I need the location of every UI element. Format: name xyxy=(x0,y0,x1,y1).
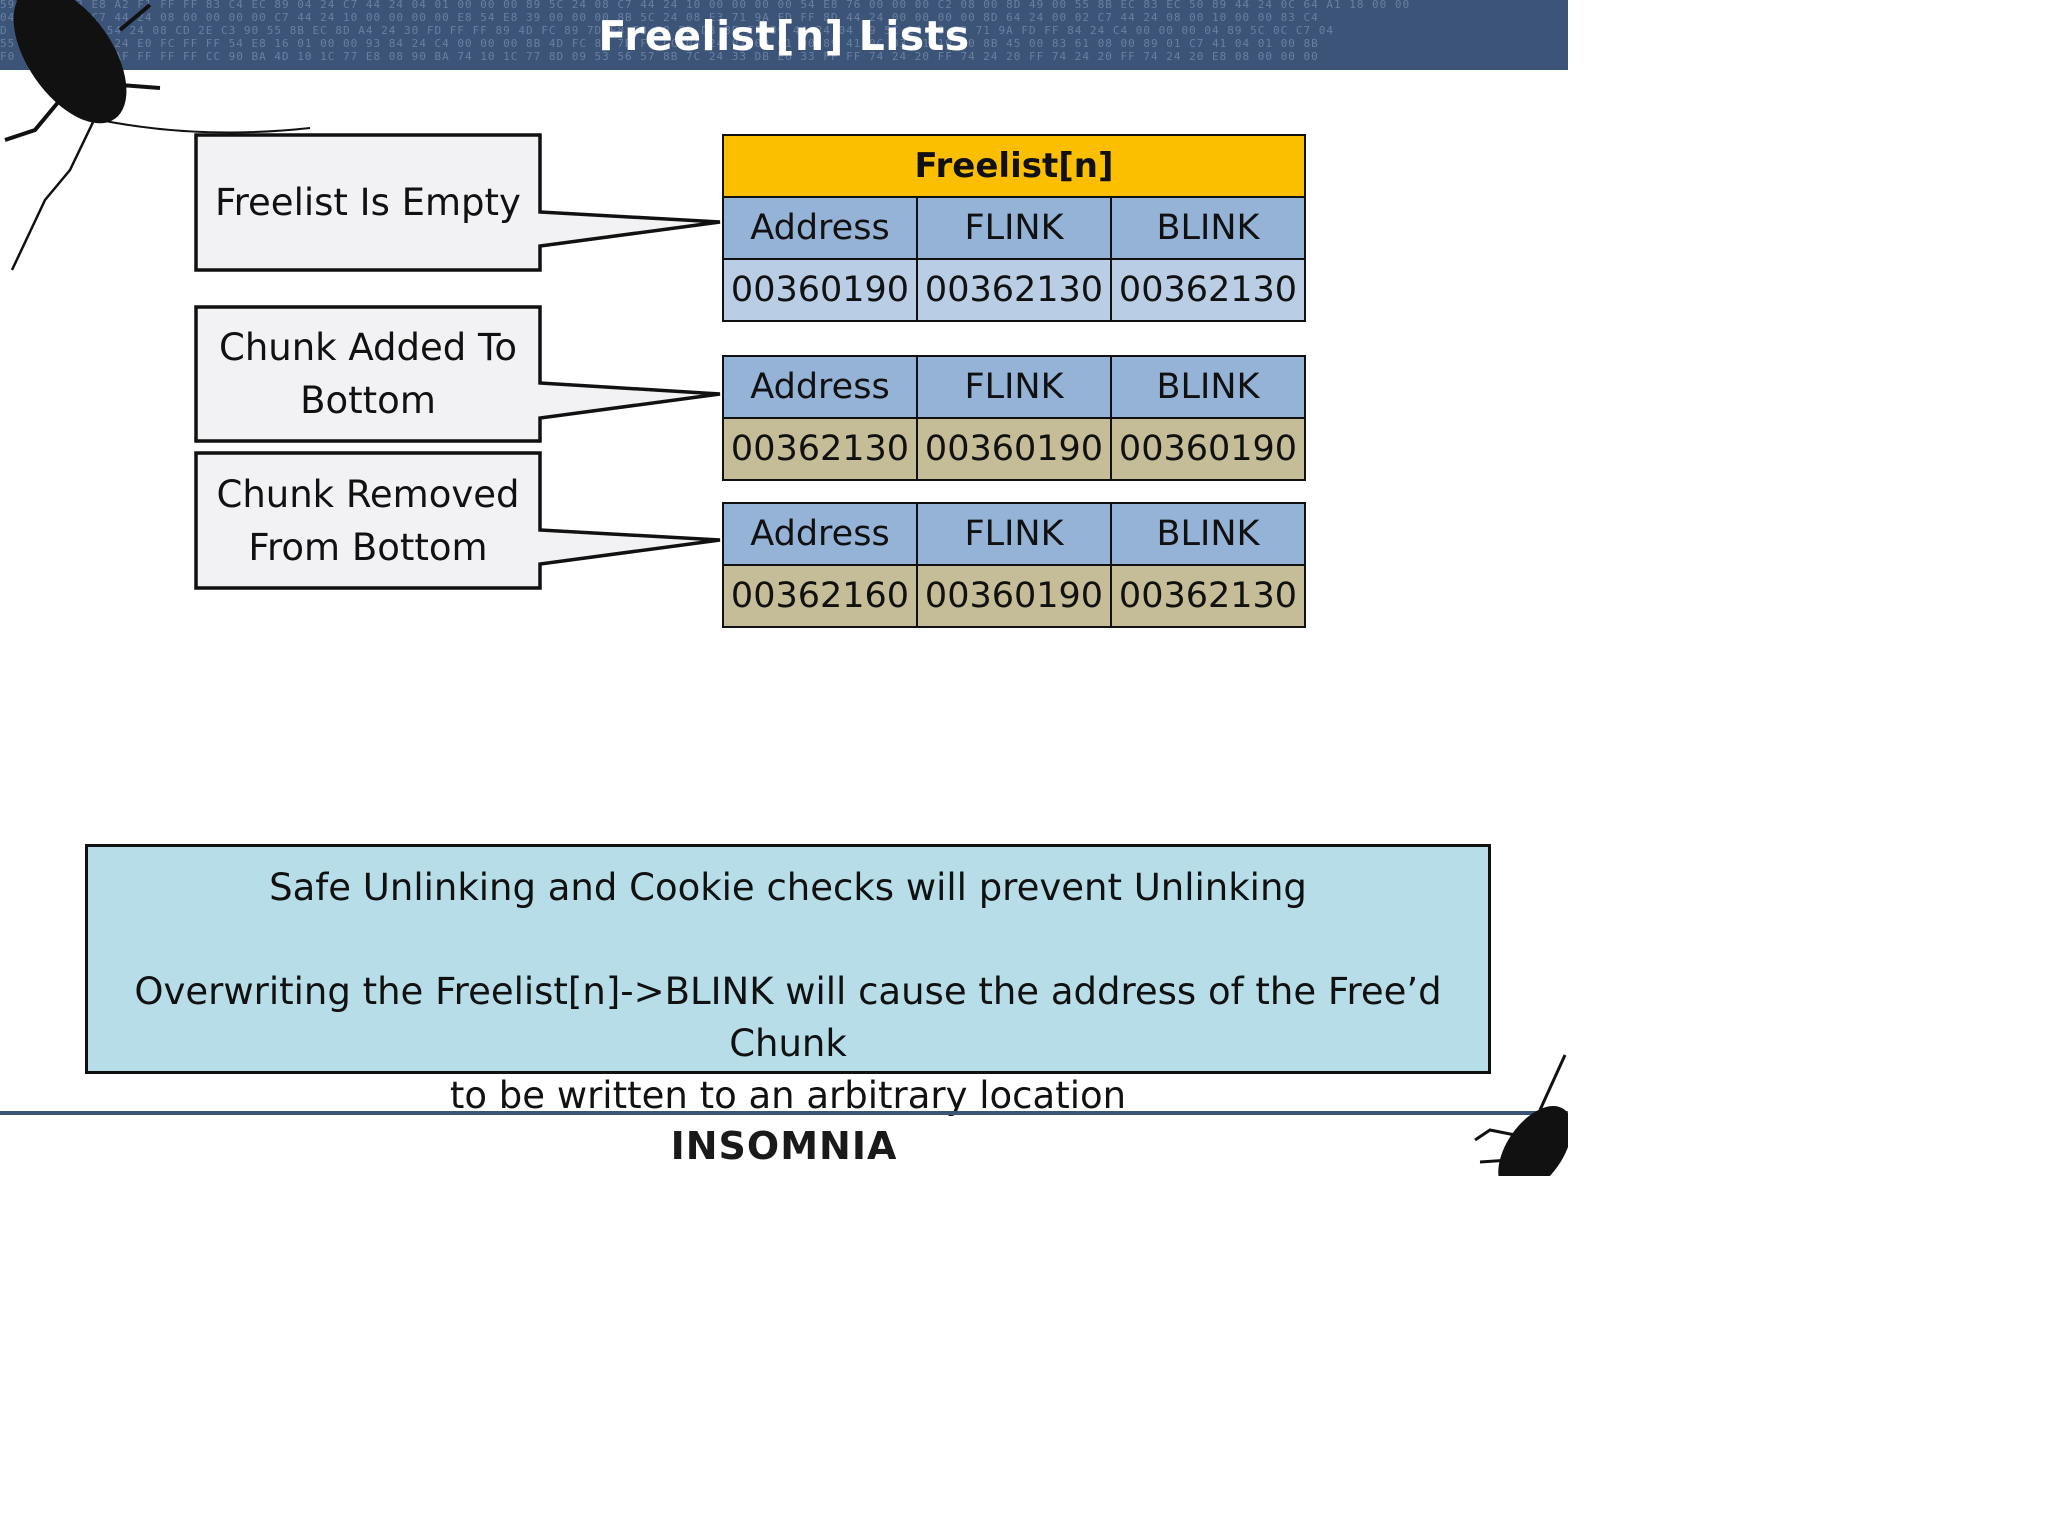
note-box: Safe Unlinking and Cookie checks will pr… xyxy=(85,844,1491,1117)
slide-title: Freelist[n] Lists xyxy=(598,12,970,60)
column-header-address: Address xyxy=(722,196,918,260)
callout-chunk-added: Chunk Added To Bottom xyxy=(219,326,517,422)
cell-blink: 00362130 xyxy=(1110,564,1306,628)
column-header-address: Address xyxy=(722,355,918,419)
callout-shapes xyxy=(194,133,721,590)
freelist-table-empty: Freelist[n] Address FLINK BLINK 00360190… xyxy=(722,134,1306,322)
freelist-table-title: Freelist[n] xyxy=(722,134,1306,198)
footer-divider xyxy=(0,1111,1568,1115)
cell-blink: 00360190 xyxy=(1110,417,1306,481)
freelist-table-added: Address FLINK BLINK 00362130 00360190 00… xyxy=(722,355,1306,481)
cell-address: 00360190 xyxy=(722,258,918,322)
table-row: 00362130 00360190 00360190 xyxy=(722,417,1306,481)
insomnia-logo: INSOMNIA xyxy=(670,1124,898,1168)
callout-shape-removed xyxy=(194,451,721,590)
column-header-blink: BLINK xyxy=(1110,502,1306,566)
table-row: 00360190 00362130 00362130 xyxy=(722,258,1306,322)
cell-address: 00362130 xyxy=(722,417,918,481)
callout-freelist-empty: Freelist Is Empty xyxy=(215,181,521,224)
cell-flink: 00360190 xyxy=(916,564,1112,628)
column-header-address: Address xyxy=(722,502,918,566)
cell-blink: 00362130 xyxy=(1110,258,1306,322)
callout-shape-added xyxy=(194,305,721,443)
callout-shape-empty xyxy=(194,133,721,272)
title-banner: 59 6A 51 53 E8 A2 F1 FF FF 83 C4 EC 89 0… xyxy=(0,0,1568,70)
note-line-arbitrary-location: to be written to an arbitrary location xyxy=(449,1074,1127,1117)
cockroach-top-left-icon xyxy=(4,0,311,271)
column-header-blink: BLINK xyxy=(1110,355,1306,419)
cell-flink: 00362130 xyxy=(916,258,1112,322)
note-line-blank xyxy=(88,914,1488,966)
column-header-flink: FLINK xyxy=(916,502,1112,566)
callout-chunk-removed: Chunk Removed From Bottom xyxy=(216,472,520,569)
column-header-blink: BLINK xyxy=(1110,196,1306,260)
cell-flink: 00360190 xyxy=(916,417,1112,481)
note-line-overwrite: Overwriting the Freelist[n]->BLINK will … xyxy=(134,970,1442,1065)
freelist-table-removed: Address FLINK BLINK 00362160 00360190 00… xyxy=(722,502,1306,628)
column-header-flink: FLINK xyxy=(916,196,1112,260)
cockroach-bottom-right-icon xyxy=(1474,1054,1568,1176)
column-header-flink: FLINK xyxy=(916,355,1112,419)
note-line-safe-unlinking: Safe Unlinking and Cookie checks will pr… xyxy=(269,866,1307,909)
table-row: 00362160 00360190 00362130 xyxy=(722,564,1306,628)
cell-address: 00362160 xyxy=(722,564,918,628)
